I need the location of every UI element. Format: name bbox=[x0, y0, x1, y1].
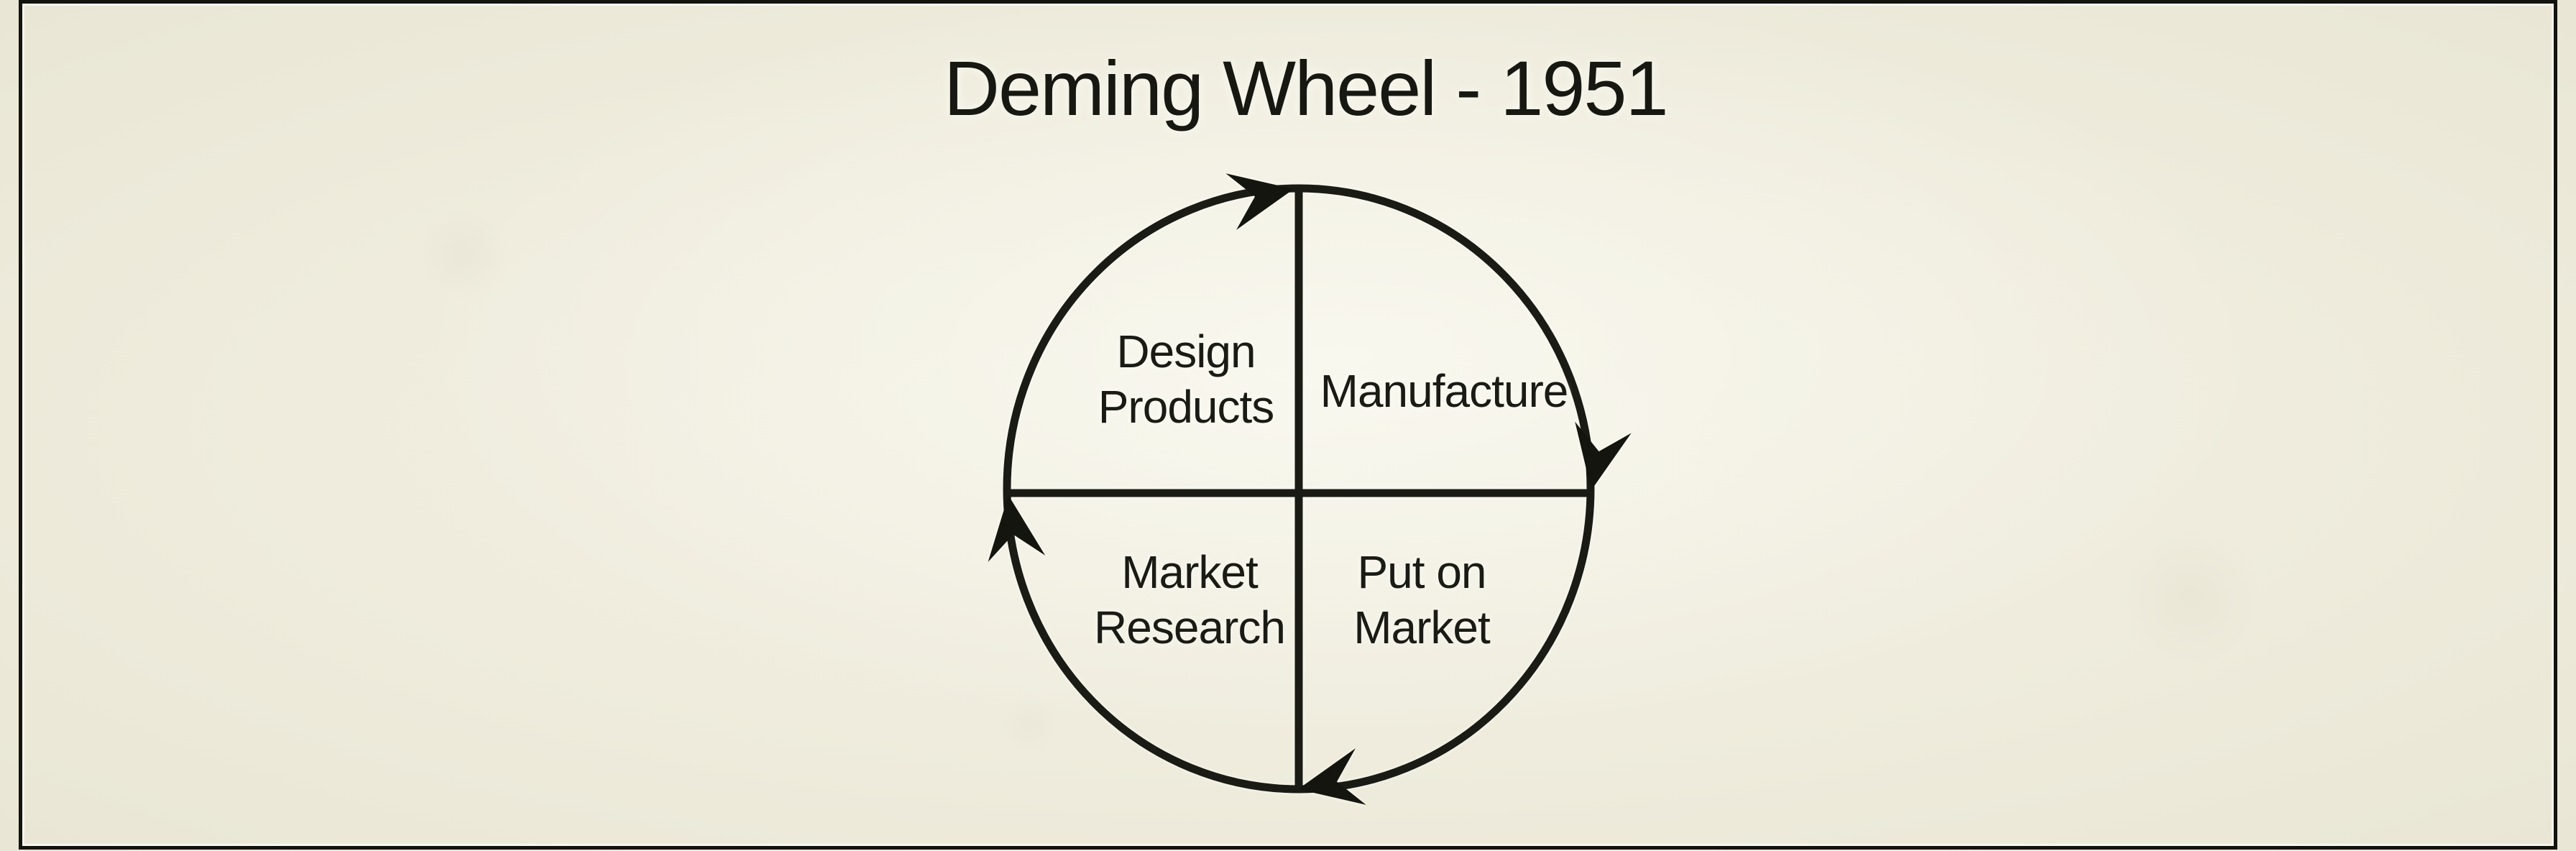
arrowhead-right-icon bbox=[1575, 421, 1632, 490]
arrowhead-bottom-icon bbox=[1298, 748, 1366, 805]
label-line: Design bbox=[1116, 326, 1256, 377]
arrowhead-left-icon bbox=[988, 495, 1046, 562]
slide-frame bbox=[19, 0, 2557, 850]
label-line: Manufacture bbox=[1320, 365, 1569, 417]
label-line: Put on bbox=[1357, 546, 1486, 598]
quadrant-label-manufacture: Manufacture bbox=[1311, 364, 1577, 419]
label-line: Market bbox=[1121, 546, 1259, 598]
label-line: Market bbox=[1353, 602, 1491, 653]
label-line: Research bbox=[1094, 602, 1286, 653]
quadrant-label-design-products: Design Products bbox=[970, 324, 1402, 435]
arrowhead-top-icon bbox=[1225, 173, 1294, 230]
label-line: Products bbox=[1098, 381, 1275, 433]
quadrant-label-put-on-market: Put on Market bbox=[1206, 545, 1637, 656]
page-title: Deming Wheel - 1951 bbox=[944, 45, 1669, 132]
quadrant-label-market-research: Market Research bbox=[974, 545, 1405, 656]
